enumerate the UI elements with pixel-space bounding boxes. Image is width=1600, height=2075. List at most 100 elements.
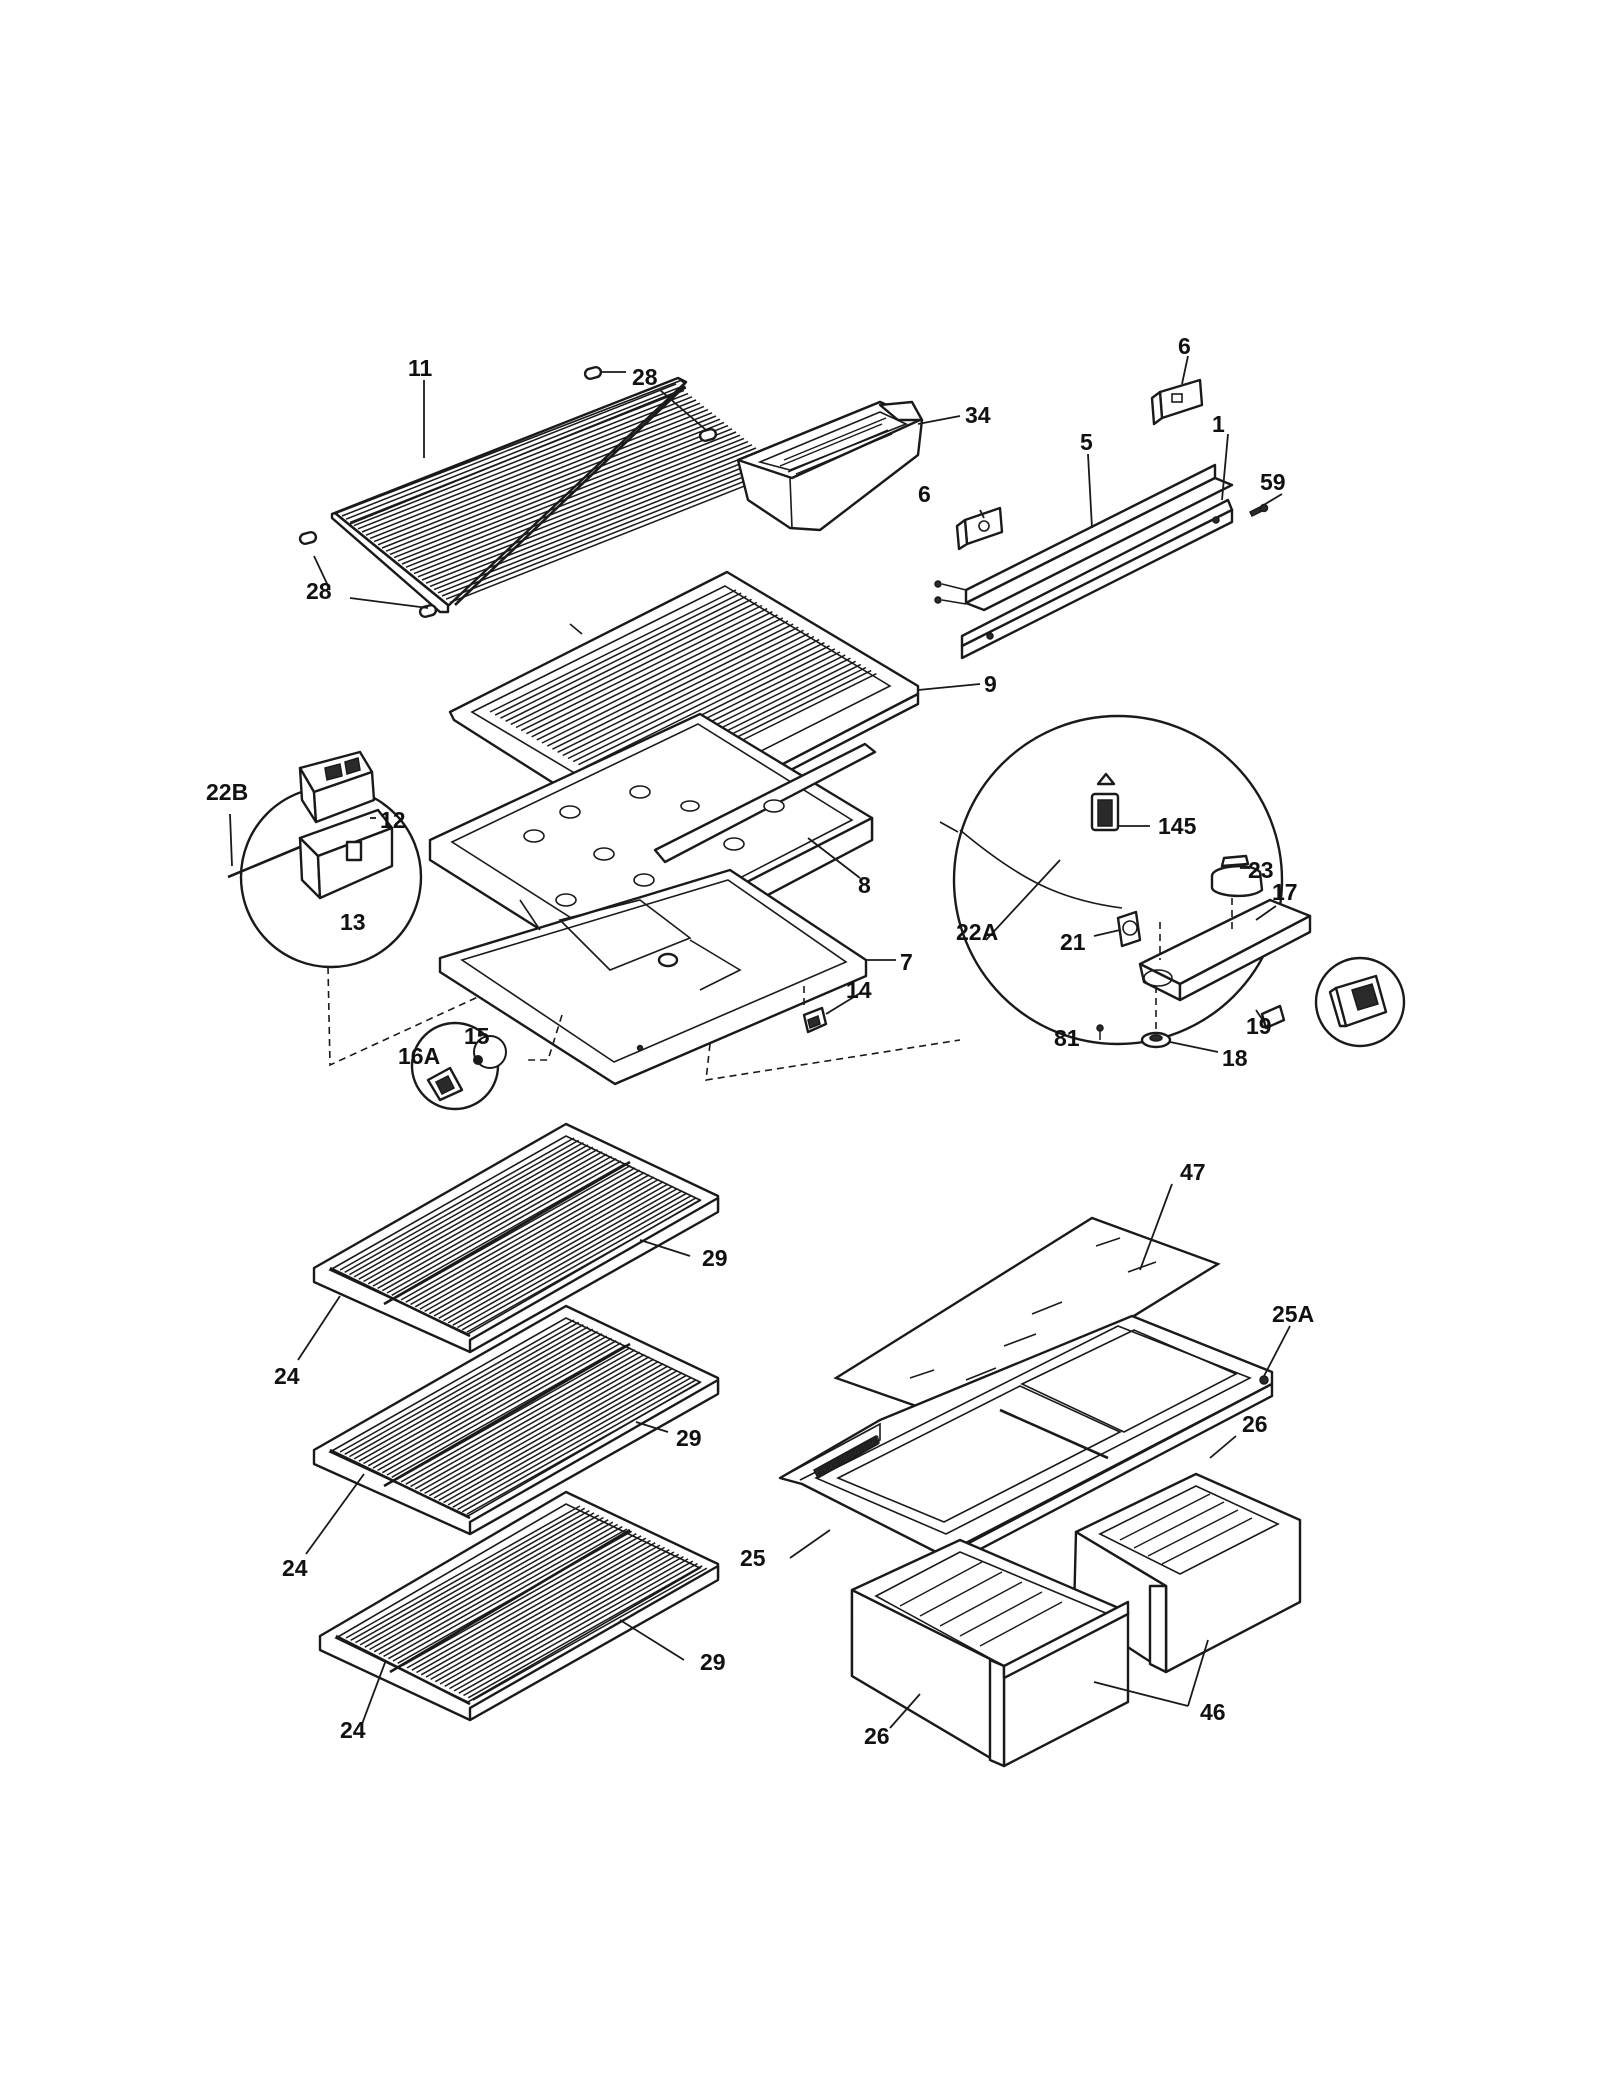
wire-rib (449, 1555, 684, 1690)
wire-rib (817, 1467, 821, 1477)
wire-shelf-24-29-bottom (318, 1490, 720, 1722)
wire-rib (353, 1326, 589, 1460)
wire-rib (494, 592, 742, 716)
wire-shelf-24-29-mid (312, 1304, 720, 1536)
wire-rib (365, 402, 701, 536)
callout-28-top: 28 (632, 364, 658, 390)
wire-rib (413, 440, 749, 575)
wire-rib (826, 1463, 830, 1472)
wire-rib (381, 1340, 617, 1474)
wire-rib (406, 1535, 642, 1669)
callout-18: 18 (1222, 1045, 1248, 1071)
wire-rib (433, 456, 769, 591)
wire-rib (414, 1174, 650, 1308)
wire-rib (411, 1537, 647, 1671)
wire-rib (439, 1551, 675, 1685)
callout-8: 8 (858, 872, 871, 898)
wire-rib (876, 1435, 880, 1444)
wire-rib (401, 431, 737, 565)
wire-rib (854, 1447, 858, 1456)
wire-rib (341, 383, 677, 517)
callout-13: 13 (340, 909, 366, 935)
callout-15: 15 (464, 1023, 490, 1049)
callout-17: 17 (1272, 879, 1298, 905)
wire-rib (391, 1162, 627, 1296)
wire-rib (357, 396, 693, 530)
tray-7 (438, 868, 868, 1086)
wire-rib (424, 1360, 659, 1495)
wire-rib (410, 1171, 645, 1306)
callout-46: 46 (1200, 1699, 1226, 1725)
callout-12: 12 (380, 807, 406, 833)
callout-29-mid: 29 (676, 1425, 702, 1451)
wire-rib (863, 1442, 867, 1451)
wire-rib (363, 1330, 598, 1465)
callout-23: 23 (1248, 857, 1274, 883)
wire-rib (377, 1155, 612, 1290)
wire-rib (381, 415, 717, 549)
wire-rib (428, 1181, 664, 1315)
wire-rib (461, 1197, 697, 1331)
baffle-5 (934, 463, 1234, 612)
wire-rib (562, 632, 810, 757)
callout-59: 59 (1260, 469, 1286, 495)
drawer-26-left (850, 1538, 1130, 1768)
wire-rib (546, 623, 794, 747)
wire-rib (349, 389, 685, 524)
wire-rib (872, 1437, 876, 1447)
wire-rib (378, 1521, 614, 1655)
wire-rib (467, 1565, 703, 1699)
wire-rib (830, 1460, 834, 1469)
bracket-6-top (1150, 378, 1204, 426)
wire-rib (389, 421, 725, 556)
callout-9: 9 (984, 671, 997, 697)
wire-rib (520, 607, 768, 732)
wire-rib (458, 1560, 694, 1694)
wire-rib (848, 1451, 852, 1460)
wire-rib (531, 614, 778, 738)
wire-rib (452, 1192, 688, 1326)
callout-6-mid: 6 (918, 481, 931, 507)
wire-rib (438, 1185, 674, 1319)
plate-1 (960, 498, 1234, 660)
callout-28-bottom: 28 (306, 578, 332, 604)
wire-rib (452, 1374, 688, 1508)
wire-rib (358, 1328, 594, 1462)
wire-rib (583, 645, 830, 769)
wire-rib (355, 1509, 590, 1644)
wire-rib (369, 405, 705, 540)
wire-rib (821, 1465, 825, 1474)
dashed-connectors (327, 966, 961, 1081)
wire-rib (373, 1519, 609, 1653)
pan-34 (736, 400, 924, 532)
wire-rib (361, 399, 697, 533)
wire-rib (339, 1319, 575, 1453)
wire-rib (353, 392, 689, 527)
wire-rib (861, 1443, 865, 1453)
wire-rib (421, 447, 757, 581)
wire-rib (381, 1158, 617, 1292)
wire-rib (369, 1516, 604, 1651)
callout-22A: 22A (956, 919, 998, 945)
wire-rib (349, 1323, 584, 1458)
callout-labels: 11 28 34 6 1 5 6 59 28 9 22B 12 13 8 7 1… (206, 333, 1314, 1749)
wire-rib (428, 1363, 664, 1497)
wire-rib (505, 598, 752, 722)
wire-rib (353, 1144, 589, 1278)
callout-24-mid: 24 (282, 1555, 308, 1581)
wire-rib (419, 1358, 655, 1492)
wire-rib (400, 1349, 636, 1483)
wire-rib (377, 412, 713, 546)
leader-lines (229, 355, 1291, 1729)
wire-rib (377, 1337, 612, 1472)
callout-16A: 16A (398, 1043, 440, 1069)
wire-rib (443, 1187, 678, 1322)
wire-rib (405, 1169, 641, 1303)
wire-rib (425, 1544, 661, 1678)
wire-rib (828, 1461, 832, 1471)
wire-rib (457, 1376, 692, 1511)
callout-22B: 22B (206, 779, 248, 805)
wire-rib (837, 1457, 841, 1466)
callout-26-left: 26 (864, 1723, 890, 1749)
